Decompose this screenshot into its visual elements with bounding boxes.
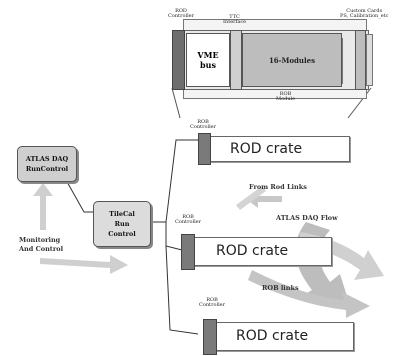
- rob-links-label: ROB links: [262, 284, 299, 292]
- modules-box: 16-Modules: [242, 33, 342, 87]
- vme-bus-box: VME bus: [186, 33, 230, 87]
- rod-crate-3: ROD crate: [215, 322, 354, 351]
- daq-to-tile-line: [65, 179, 93, 213]
- custom-card-strip: [355, 30, 366, 90]
- detail-rod-controller: [172, 30, 185, 90]
- from-rod-links-arrow2: [236, 186, 266, 210]
- rod-crate-1-label: ROD crate: [230, 141, 303, 157]
- tilecal-runcontrol-box: TileCal Run Control: [93, 201, 151, 247]
- rod-crate-3-label: ROD crate: [236, 328, 309, 344]
- ttc-interface-strip: [230, 30, 242, 90]
- zoom-line-right: [347, 87, 372, 119]
- ttc-interface-caption: TTC Interface: [223, 14, 247, 25]
- monitoring-label: Monitoring And Control: [19, 236, 64, 253]
- rod-crate-1-controller: [198, 133, 211, 165]
- rod-crate-1: ROD crate: [209, 136, 350, 162]
- rod-crate-2: ROD crate: [193, 237, 332, 266]
- tree-line-middle: [165, 222, 183, 251]
- vme-bus-label: VME bus: [197, 50, 219, 70]
- tile-box-line3: Control: [108, 230, 136, 238]
- daq-box-line2: RunControl: [25, 165, 69, 173]
- atlas-daq-flow-label: ATLAS DAQ Flow: [276, 214, 338, 222]
- tree-line-lower: [165, 245, 199, 335]
- crate-3-controller-caption: ROB Controller: [199, 297, 226, 308]
- rod-crate-2-label: ROD crate: [216, 243, 289, 259]
- tree-line-upper: [149, 139, 200, 223]
- zoom-line-left: [171, 87, 181, 119]
- custom-card-strip-2: [366, 34, 373, 86]
- atlas-daq-runcontrol-box: ATLAS DAQ RunControl: [17, 146, 77, 182]
- monitoring-arrow-up: [33, 183, 53, 230]
- daq-box-line1: ATLAS DAQ: [25, 155, 69, 163]
- crate-1-controller-caption: ROB Controller: [190, 119, 217, 130]
- custom-cards-caption: Custom Cards PS, Calibration_etc: [340, 8, 389, 19]
- rod-controller-caption: ROD Controller: [168, 8, 195, 19]
- rod-crate-3-controller: [203, 319, 217, 355]
- rod-crate-2-controller: [181, 234, 195, 270]
- tile-box-line2: Run: [114, 220, 130, 228]
- monitoring-arrow-right: [40, 255, 128, 274]
- daq-flow-arrow-lower: [248, 270, 370, 318]
- tile-box-line1: TileCal: [109, 210, 135, 218]
- modules-label: 16-Modules: [268, 55, 316, 65]
- rob-module-caption: ROB Module: [276, 91, 296, 102]
- from-rod-links-label: From Rod Links: [249, 183, 307, 191]
- crate-2-controller-caption: ROB Controller: [175, 214, 202, 225]
